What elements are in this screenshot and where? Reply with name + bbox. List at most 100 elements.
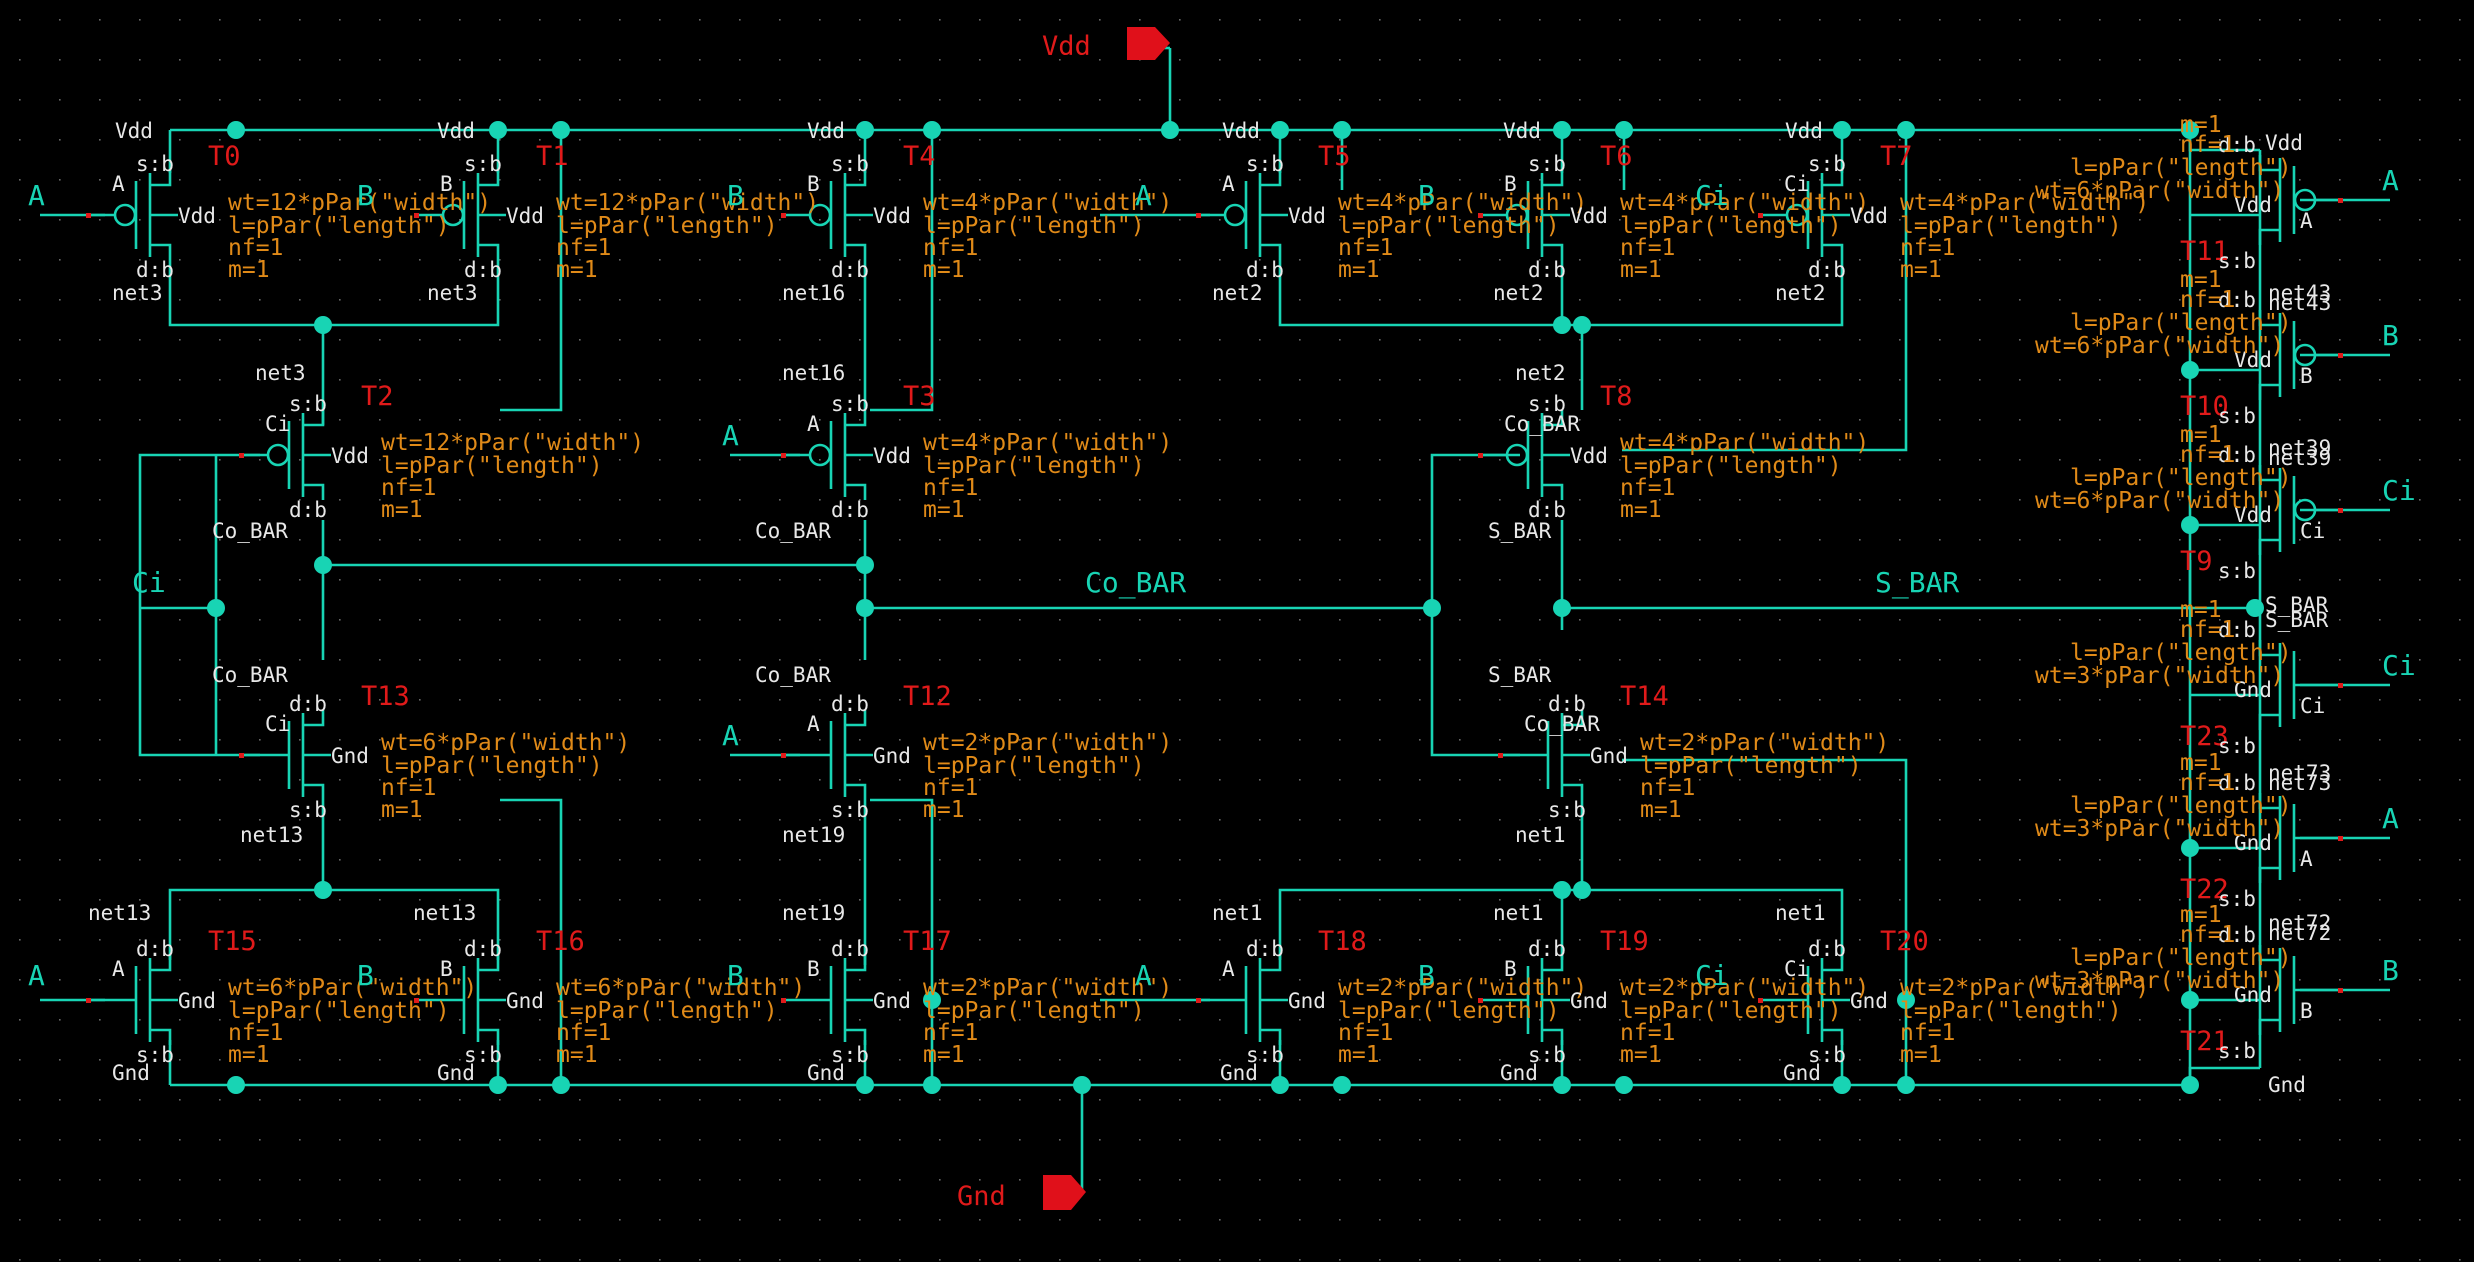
gate-name: Co_BAR: [1524, 712, 1600, 736]
param-l: l=pPar("length"): [923, 213, 1145, 239]
instance-name: T23: [2180, 721, 2229, 752]
param-m: m=1: [1620, 497, 1662, 523]
transistor-t18[interactable]: [1196, 955, 1288, 1045]
right-net-label: net43: [2268, 291, 2331, 315]
instance-name: T10: [2180, 391, 2229, 422]
transistor-t22[interactable]: [2258, 793, 2343, 883]
param-m: m=1: [228, 257, 270, 283]
param-wt: wt=2*pPar("width"): [1900, 975, 2149, 1001]
body-bottom: d:b: [831, 258, 869, 282]
gnd-pin[interactable]: Gnd: [957, 1175, 1086, 1212]
param-m: m=1: [923, 497, 965, 523]
param-nf: nf=1: [2180, 922, 2235, 948]
input-label: A: [722, 719, 739, 752]
instance-name: T18: [1318, 926, 1367, 957]
transistor-t1[interactable]: [414, 170, 506, 260]
transistor-t15[interactable]: [86, 955, 178, 1045]
transistor-t9[interactable]: [2258, 465, 2343, 555]
body-bottom: s:b: [1808, 1043, 1846, 1067]
input-label: B: [727, 179, 744, 212]
vdd-pin[interactable]: Vdd: [1042, 27, 1170, 62]
gate-name: A: [2382, 164, 2399, 197]
param-wt: wt=6*pPar("width"): [2035, 333, 2284, 359]
body-top: d:b: [1246, 937, 1284, 961]
body-top: s:b: [464, 152, 502, 176]
gate-name: B: [2382, 319, 2399, 352]
rail-name: Vdd: [873, 444, 911, 468]
transistor-t16[interactable]: [414, 955, 506, 1045]
transistor-t21[interactable]: [2258, 945, 2343, 1035]
net-label: net3: [112, 281, 163, 305]
rail-label: Vdd: [115, 119, 153, 143]
body-bottom: s:b: [464, 1043, 502, 1067]
param-m: m=1: [923, 257, 965, 283]
transistor-t5[interactable]: [1196, 170, 1288, 260]
param-l: l=pPar("length"): [1338, 998, 1560, 1024]
net-label: net13: [88, 901, 151, 925]
right-net-label: net43: [2268, 281, 2331, 305]
gate-name: B: [807, 957, 820, 981]
transistor-t19[interactable]: [1478, 955, 1570, 1045]
param-l: l=pPar("length"): [2070, 465, 2292, 491]
rail-name: Gnd: [1570, 989, 1608, 1013]
transistor-t3[interactable]: [781, 410, 873, 500]
param-wt: wt=4*pPar("width"): [1338, 190, 1587, 216]
rail-name: Vdd: [2234, 193, 2272, 217]
transistor-t10[interactable]: [2258, 310, 2343, 400]
body-top: s:b: [1528, 392, 1566, 416]
transistor-t11[interactable]: [2258, 155, 2343, 245]
param-wt: wt=6*pPar("width"): [381, 730, 630, 756]
net-label-ci: Ci: [132, 566, 166, 599]
instance-name: T9: [2180, 546, 2213, 577]
rail-label: Vdd: [437, 119, 475, 143]
param-wt: wt=2*pPar("width"): [923, 730, 1172, 756]
param-nf: nf=1: [923, 775, 978, 801]
input-label: A: [1135, 959, 1152, 992]
body-bottom: s:b: [831, 1043, 869, 1067]
rail-name: Gnd: [873, 744, 911, 768]
gate-name: A: [112, 172, 125, 196]
junction-dot: [552, 1076, 570, 1094]
param-nf: nf=1: [556, 1020, 611, 1046]
gate-name: B: [2382, 954, 2399, 987]
instance-name: T3: [903, 381, 936, 412]
gate-name: B: [440, 172, 453, 196]
junction-dot: [1573, 881, 1591, 899]
body-top: d:b: [2218, 133, 2256, 157]
body-top: s:b: [1246, 152, 1284, 176]
gate-small: Ci: [2300, 694, 2325, 718]
transistor-t12[interactable]: [781, 710, 873, 800]
instance-name: T14: [1620, 681, 1669, 712]
param-l: l=pPar("length"): [2070, 945, 2292, 971]
gate-small: Ci: [2300, 519, 2325, 543]
rail-label: Vdd: [807, 119, 845, 143]
param-m: m=1: [228, 1042, 270, 1068]
param-m: m=1: [1900, 257, 1942, 283]
param-l: l=pPar("length"): [1900, 998, 2122, 1024]
transistor-symbols[interactable]: [86, 155, 2343, 1045]
net-label-co-bar: Co_BAR: [1085, 566, 1186, 600]
transistor-t7[interactable]: [1758, 170, 1850, 260]
vdd-pin-label: Vdd: [1042, 31, 1091, 62]
transistor-t17[interactable]: [781, 955, 873, 1045]
transistor-t2[interactable]: [239, 410, 331, 500]
junction-dot: [314, 556, 332, 574]
transistor-t14[interactable]: [1498, 710, 1590, 800]
rail-name: Gnd: [2234, 678, 2272, 702]
instance-name: T11: [2180, 236, 2229, 267]
transistor-t8[interactable]: [1478, 410, 1570, 500]
body-bottom: d:b: [1528, 498, 1566, 522]
transistor-t6[interactable]: [1478, 170, 1570, 260]
body-top: d:b: [2218, 288, 2256, 312]
junction-dot: [1553, 599, 1571, 617]
param-nf: nf=1: [1338, 1020, 1393, 1046]
transistor-t4[interactable]: [781, 170, 873, 260]
body-bottom: s:b: [831, 798, 869, 822]
param-l: l=pPar("length"): [1620, 453, 1842, 479]
transistor-t23[interactable]: [2258, 640, 2343, 730]
instance-name: T7: [1880, 141, 1913, 172]
transistor-t13[interactable]: [239, 710, 331, 800]
transistor-t0[interactable]: [86, 170, 178, 260]
gate-small: B: [2300, 364, 2313, 388]
transistor-t20[interactable]: [1758, 955, 1850, 1045]
